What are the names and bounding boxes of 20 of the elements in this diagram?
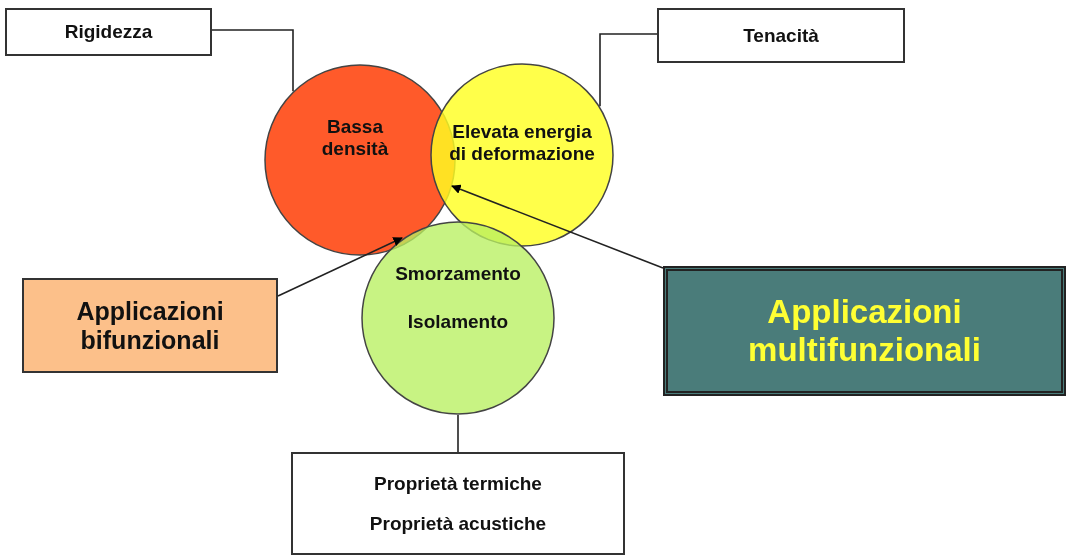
circle-label: Smorzamento	[395, 263, 521, 285]
circle-label: Bassa densità	[320, 116, 390, 160]
arrow	[277, 237, 403, 297]
box-label: Proprietà acustiche	[369, 512, 547, 535]
box-label: Rigidezza	[64, 21, 153, 43]
circle-label: Elevata energia di deformazione	[448, 121, 596, 165]
application-box	[663, 266, 1066, 396]
box-label: Tenacità	[743, 24, 819, 47]
circle-label: Isolamento	[407, 311, 509, 333]
box-label: Applicazioni bifunzionali	[75, 296, 225, 355]
arrow	[451, 184, 664, 269]
label-box	[657, 8, 905, 63]
application-box	[22, 278, 278, 373]
leader-line	[457, 414, 459, 453]
leader-line	[599, 33, 658, 107]
box-label: Applicazioni multifunzionali	[747, 293, 982, 369]
label-box	[291, 452, 625, 555]
box-label: Proprietà termiche	[374, 472, 542, 495]
label-box	[5, 8, 212, 56]
leader-line	[211, 29, 294, 93]
